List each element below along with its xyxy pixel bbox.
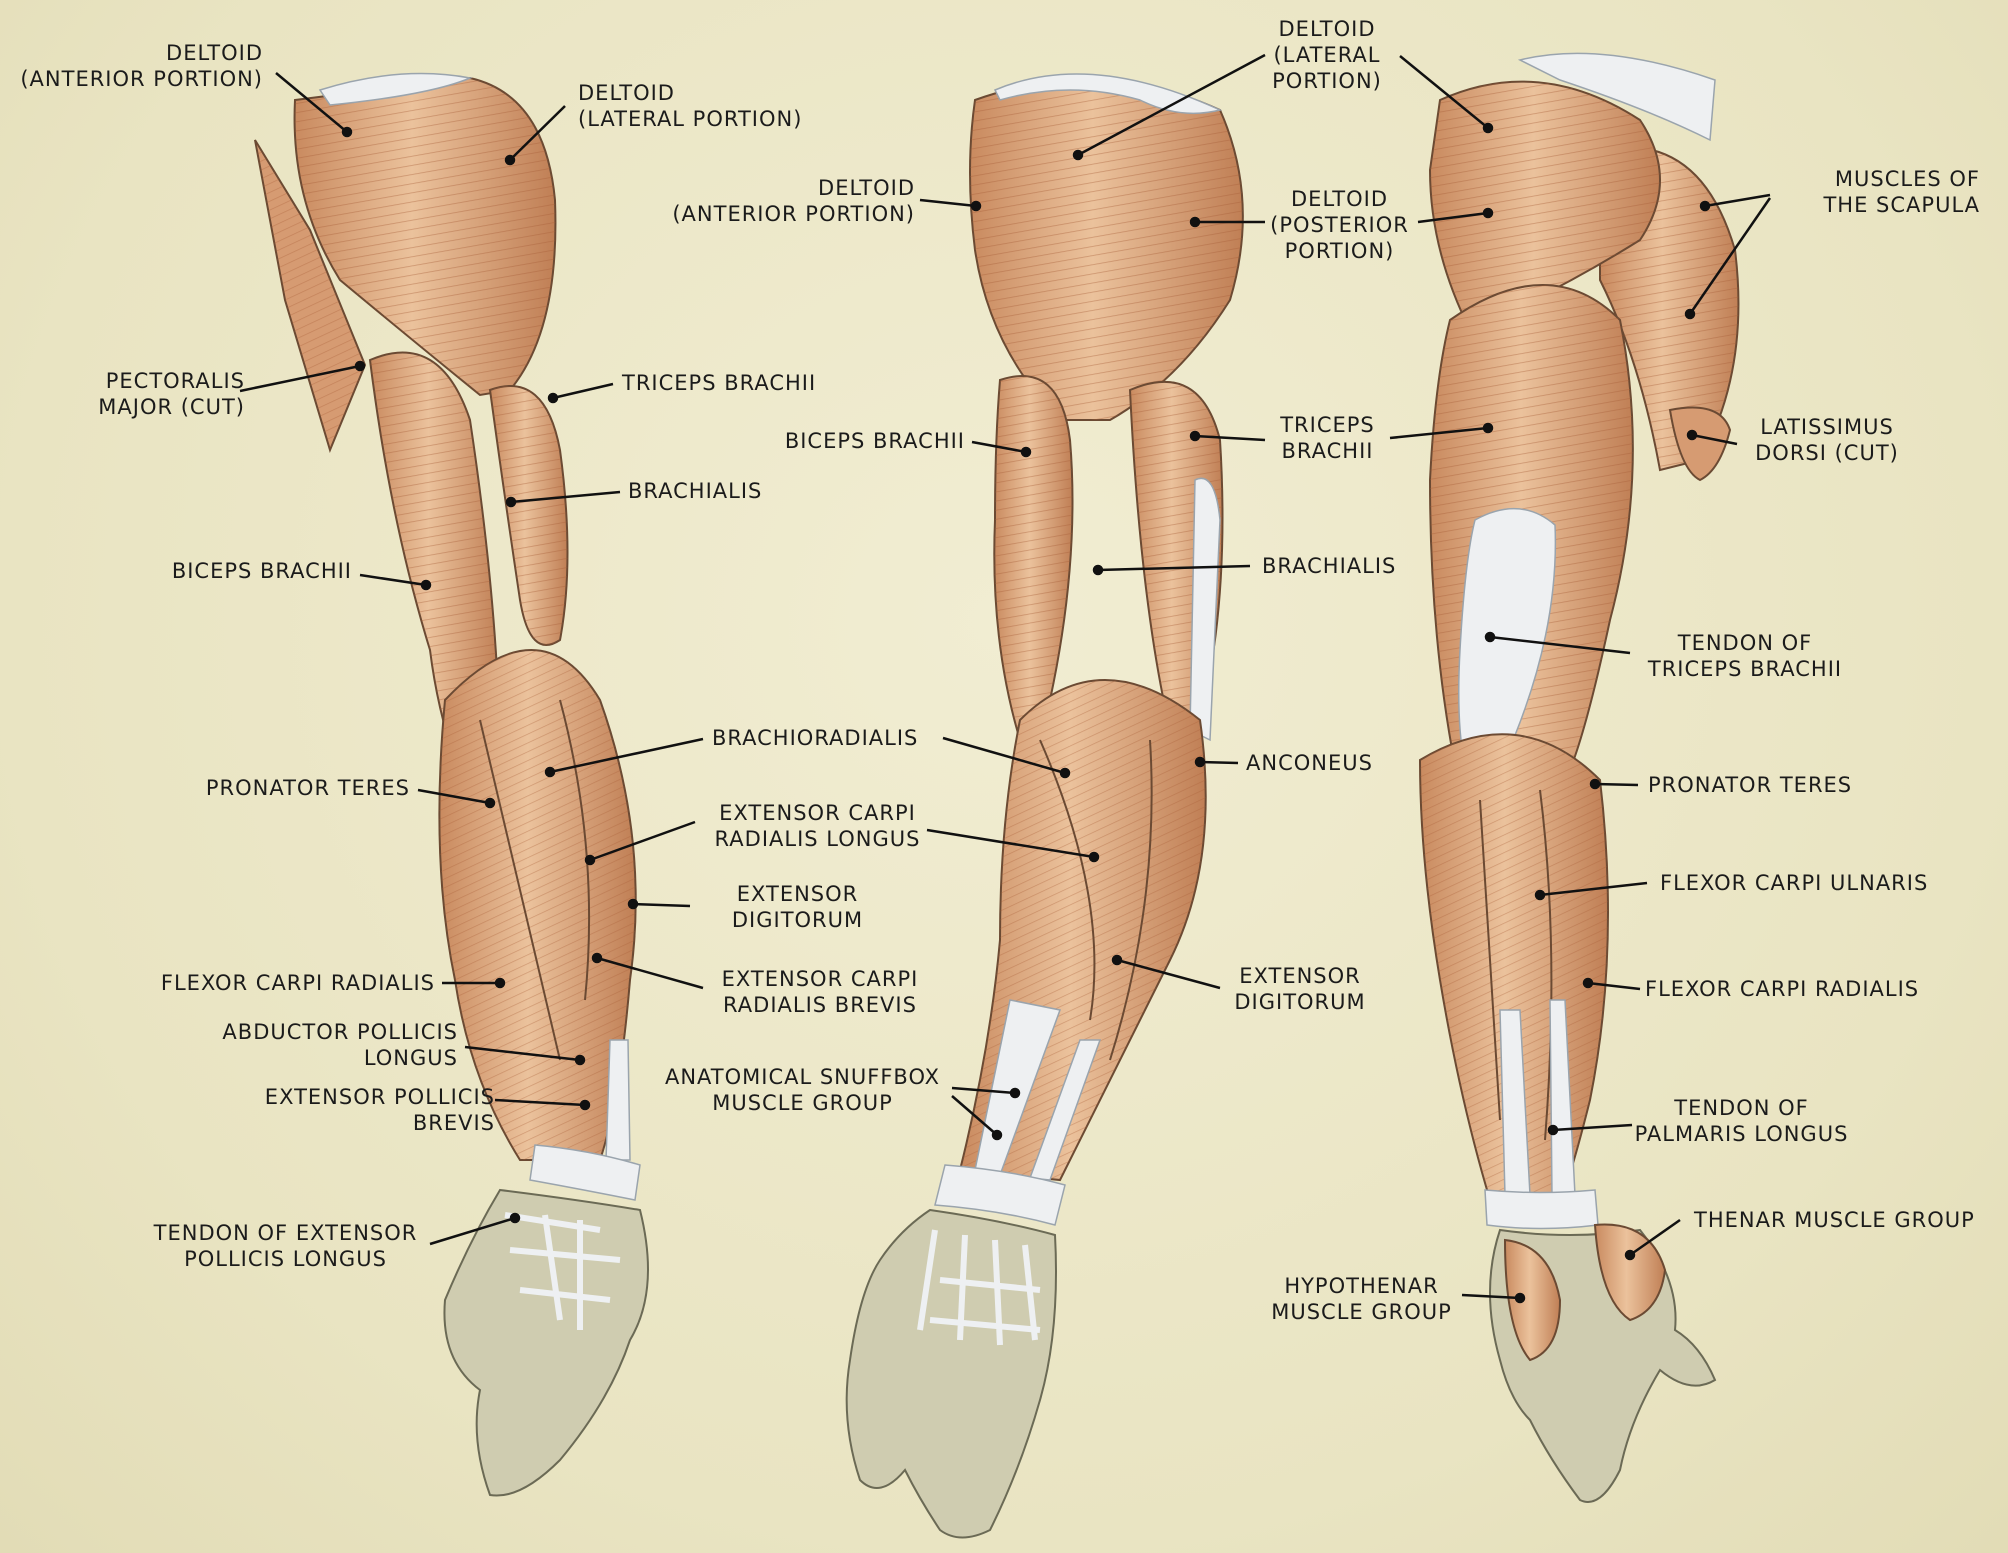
forearm-tendon bbox=[605, 1039, 631, 1161]
label-anconeus: ANCONEUS bbox=[1246, 751, 1373, 775]
label-deltoid-lateral: DELTOID(LATERAL PORTION) bbox=[578, 81, 803, 131]
label-biceps-brachii: BICEPS BRACHII bbox=[171, 559, 352, 583]
lateral-arm bbox=[845, 73, 1244, 1539]
label-pronator-teres-3: PRONATOR TERES bbox=[1648, 773, 1853, 797]
thenar-muscle bbox=[1593, 1223, 1667, 1322]
label-flexor-carpi-ulnaris: FLEXOR CARPI ULNARIS bbox=[1660, 871, 1929, 895]
anterior-arm bbox=[254, 72, 649, 1497]
shoulder-tendon bbox=[993, 73, 1223, 115]
shoulder-tendon bbox=[318, 72, 473, 106]
wrist-retinaculum bbox=[529, 1144, 641, 1201]
triceps-tendon bbox=[1189, 477, 1221, 742]
shoulder-tendon bbox=[1517, 52, 1716, 142]
label-thenar-muscle-group: THENAR MUSCLE GROUP bbox=[1694, 1208, 1975, 1232]
label-pronator-teres: PRONATOR TERES bbox=[205, 776, 410, 800]
wrist-band bbox=[1484, 1189, 1599, 1230]
label-brachialis-2: BRACHIALIS bbox=[1262, 554, 1397, 578]
label-deltoid-anterior-2: DELTOID(ANTERIOR PORTION) bbox=[672, 176, 915, 226]
anterior-hand bbox=[443, 1188, 649, 1497]
label-flexor-carpi-radialis: FLEXOR CARPI RADIALIS bbox=[160, 971, 435, 995]
wrist-retinaculum bbox=[934, 1164, 1066, 1226]
label-biceps-brachii-2: BICEPS BRACHII bbox=[784, 429, 965, 453]
label-triceps-brachii: TRICEPS BRACHII bbox=[622, 371, 817, 395]
lateral-hand bbox=[845, 1208, 1057, 1539]
label-flexor-carpi-radialis-3: FLEXOR CARPI RADIALIS bbox=[1645, 977, 1920, 1001]
label-brachialis: BRACHIALIS bbox=[628, 479, 763, 503]
hypothenar-muscle bbox=[1503, 1238, 1562, 1362]
label-deltoid-anterior: DELTOID(ANTERIOR PORTION) bbox=[20, 41, 263, 91]
latissimus-cut bbox=[1668, 406, 1732, 482]
posterior-arm bbox=[1418, 52, 1740, 1503]
label-brachioradialis: BRACHIORADIALIS bbox=[712, 726, 919, 750]
leader-lines bbox=[239, 53, 1772, 1304]
